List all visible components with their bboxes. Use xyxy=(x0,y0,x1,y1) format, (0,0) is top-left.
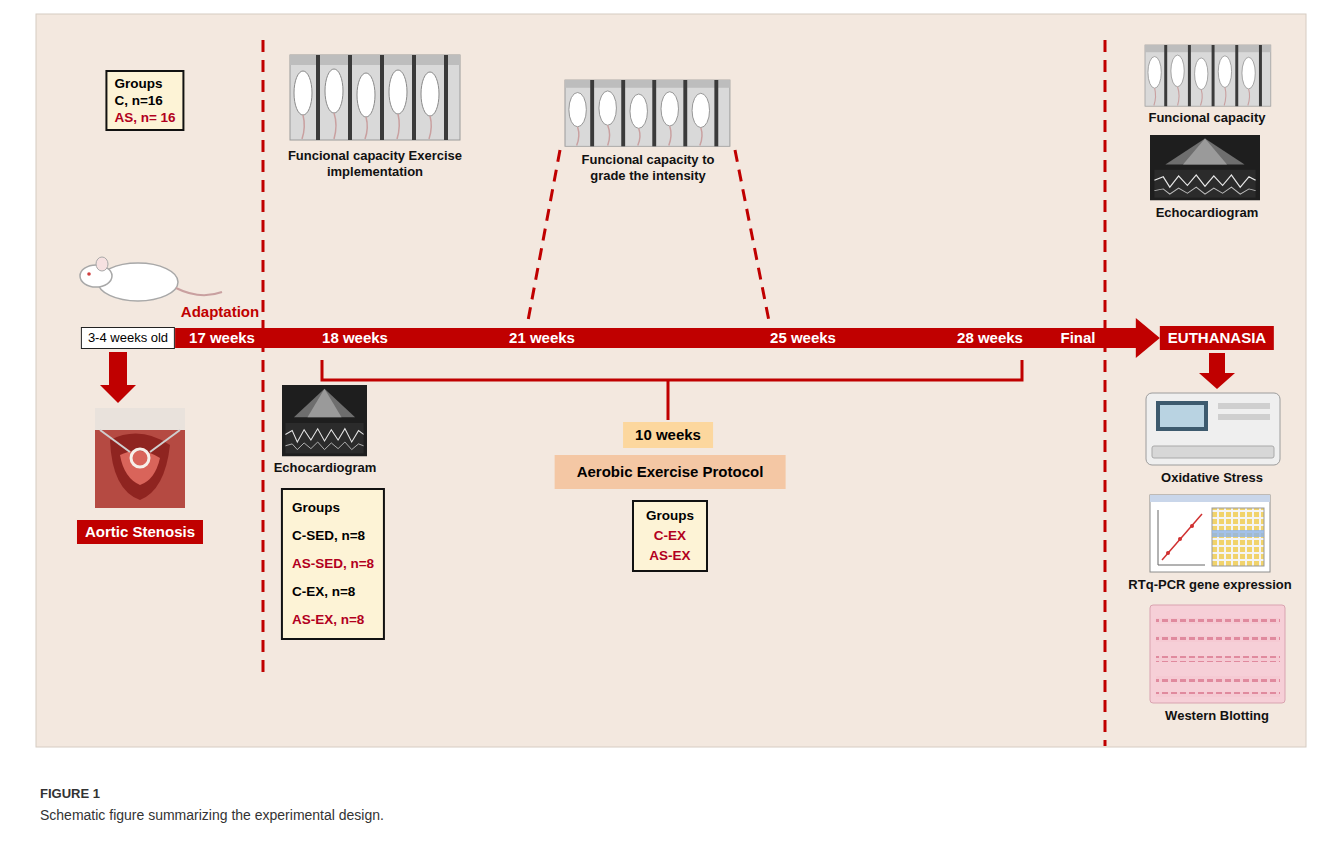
down-arrow xyxy=(1209,353,1225,373)
figure-panel xyxy=(36,14,1306,747)
figure-caption: Schematic figure summarizing the experim… xyxy=(40,806,384,824)
plate-reader-image xyxy=(1156,401,1208,431)
pcr-software-image xyxy=(1150,495,1270,572)
dashed-divider xyxy=(1104,40,1107,746)
procedure-box: Aortic Stenosis xyxy=(77,520,203,544)
surgery-photo xyxy=(131,449,149,467)
pcr-software-image xyxy=(1158,565,1205,566)
pcr-software-image xyxy=(1162,514,1202,560)
surgery-photo xyxy=(100,430,130,452)
plate-reader-image xyxy=(1218,414,1270,420)
node-text: Groups xyxy=(292,494,374,522)
western-blot-image xyxy=(1156,618,1280,624)
node-text: Groups xyxy=(646,506,694,526)
node-text: Groups xyxy=(114,75,175,92)
pcr-software-image xyxy=(1158,510,1159,565)
echocardiogram-image xyxy=(282,385,367,456)
week-label: 18 weeks xyxy=(322,329,388,347)
duration-box: 10 weeks xyxy=(623,422,713,448)
node-text: Aortic Stenosis xyxy=(85,523,195,541)
pcr-software-image xyxy=(1212,530,1264,537)
endpoint-box: EUTHANASIA xyxy=(1160,326,1274,350)
down-arrow xyxy=(100,385,136,403)
group-box: GroupsC, n=16AS, n= 16 xyxy=(105,70,184,131)
image-caption: Oxidative Stress xyxy=(1161,470,1263,486)
pcr-software-image xyxy=(1150,495,1270,572)
surgery-photo xyxy=(95,408,185,508)
node-text: AS-SED, n=8 xyxy=(292,550,374,578)
timeline-bracket xyxy=(667,380,670,420)
node-text: AS-EX xyxy=(646,546,694,566)
rat-drawing xyxy=(87,272,91,276)
node-text: EUTHANASIA xyxy=(1168,329,1266,347)
plate-reader-image xyxy=(1146,393,1280,465)
image-caption: Western Blotting xyxy=(1165,708,1269,724)
timeline-bracket xyxy=(322,360,1022,380)
rat-drawing xyxy=(96,257,108,271)
western-blot-image xyxy=(1156,692,1280,697)
image-caption: RTq-PCR gene expression xyxy=(1128,577,1291,593)
timeline-arrow xyxy=(175,318,1160,358)
down-arrow xyxy=(109,352,127,385)
dashed-divider xyxy=(527,150,560,326)
western-blot-image xyxy=(1156,636,1280,642)
node-text: C, n=16 xyxy=(114,92,175,109)
western-blot-image xyxy=(1150,605,1285,703)
group-box: GroupsC-SED, n=8AS-SED, n=8C-EX, n=8AS-E… xyxy=(281,488,385,640)
week-label: 17 weeks xyxy=(189,329,255,347)
plate-reader-image xyxy=(1160,405,1204,427)
plate-reader-image xyxy=(1146,393,1280,465)
image-caption: Funcional capacity to grade the intensit… xyxy=(573,152,723,184)
pcr-software-image xyxy=(1166,551,1170,555)
dashed-divider xyxy=(262,40,265,676)
node-text: C-EX, n=8 xyxy=(292,578,374,606)
surgery-photo xyxy=(150,430,180,452)
image-caption: Echocardiogram xyxy=(1156,205,1259,221)
week-label: 28 weeks xyxy=(957,329,1023,347)
pcr-software-image xyxy=(1150,495,1270,502)
week-label: 25 weeks xyxy=(770,329,836,347)
node-text: AS-EX, n=8 xyxy=(292,606,374,634)
node-text: C-EX xyxy=(646,526,694,546)
image-caption: Echocardiogram xyxy=(274,460,377,476)
surgery-photo xyxy=(95,408,185,430)
protocol-box: Aerobic Exercise Protocol xyxy=(555,455,786,489)
age-box: 3-4 weeks old xyxy=(81,327,175,349)
treadmill-photo xyxy=(290,55,460,140)
treadmill-photo xyxy=(565,80,730,146)
timeline-bar xyxy=(175,328,1136,348)
figure-number: FIGURE 1 xyxy=(40,786,100,802)
dashed-divider xyxy=(263,40,1105,746)
group-box: GroupsC-EXAS-EX xyxy=(632,500,708,572)
node-text: Aerobic Exercise Protocol xyxy=(577,463,764,481)
rat-drawing xyxy=(176,288,222,295)
node-text: C-SED, n=8 xyxy=(292,522,374,550)
plate-reader-image xyxy=(1152,446,1274,458)
down-arrow xyxy=(1199,373,1235,389)
timeline-bracket xyxy=(322,360,1022,420)
image-caption: Funcional capacity Exercise implementati… xyxy=(283,148,468,180)
dashed-divider xyxy=(735,150,770,326)
western-blot-image xyxy=(1150,605,1285,703)
pcr-software-image xyxy=(1178,537,1182,541)
arrow-head xyxy=(1136,318,1160,358)
week-label: Final xyxy=(1060,329,1095,347)
node-text: 10 weeks xyxy=(635,426,701,444)
pcr-software-image xyxy=(1190,524,1194,528)
image-caption: Funcional capacity xyxy=(1148,110,1265,126)
node-text: 3-4 weeks old xyxy=(88,330,168,346)
pcr-software-image xyxy=(1212,508,1264,566)
western-blot-image xyxy=(1156,676,1280,682)
rat-drawing xyxy=(80,257,222,301)
phase-label: Adaptation xyxy=(181,303,259,321)
week-label: 21 weeks xyxy=(509,329,575,347)
plate-reader-image xyxy=(1218,403,1270,409)
treadmill-photo xyxy=(1145,45,1271,106)
western-blot-image xyxy=(1156,656,1280,662)
node-text: AS, n= 16 xyxy=(114,109,175,126)
echocardiogram-image xyxy=(1150,135,1260,200)
surgery-photo xyxy=(95,408,185,508)
